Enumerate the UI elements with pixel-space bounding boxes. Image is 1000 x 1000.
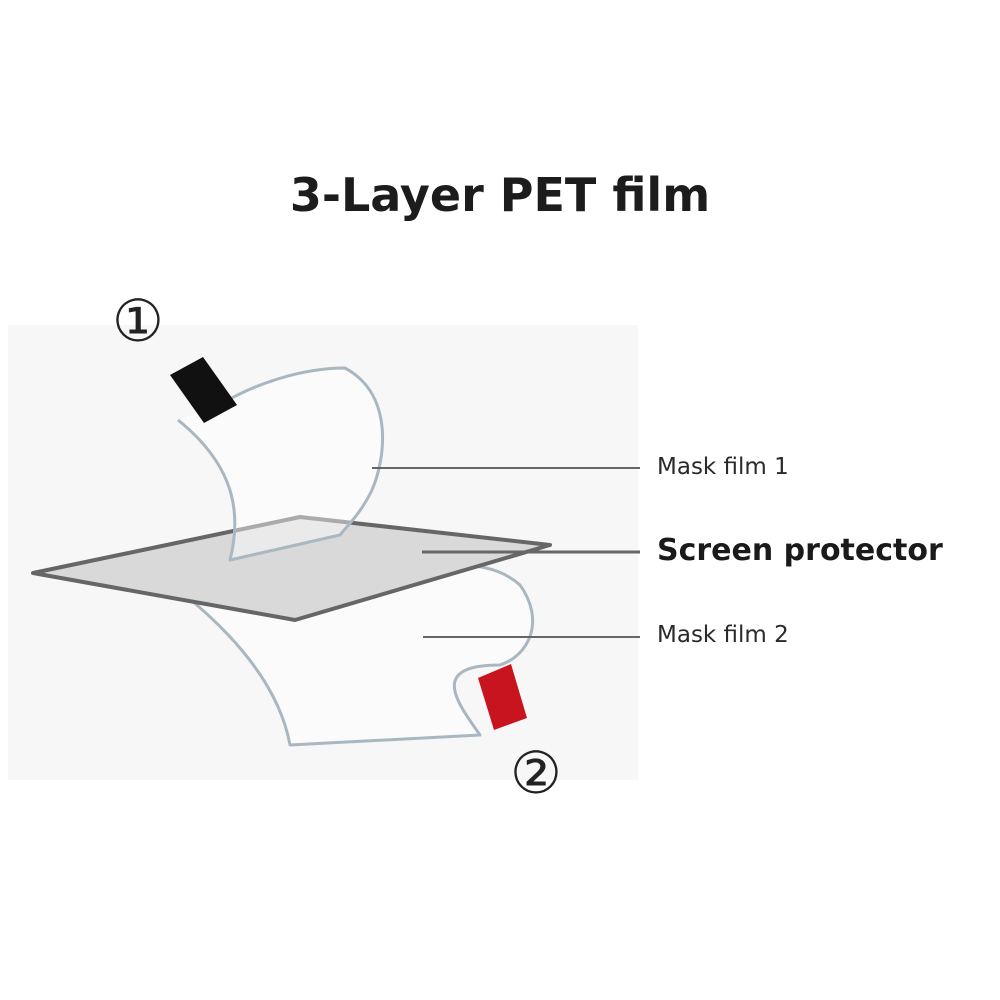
tab-2 <box>478 664 527 730</box>
marker-1: ① <box>112 287 164 355</box>
mask-film-1-shape <box>177 366 384 562</box>
label-screen-protector: Screen protector <box>657 533 943 568</box>
marker-2: ② <box>510 739 562 807</box>
label-mask-film-2: Mask film 2 <box>657 622 789 648</box>
tab-1 <box>170 357 237 423</box>
diagram-title: 3-Layer PET film <box>289 168 711 222</box>
label-mask-film-1: Mask film 1 <box>657 454 789 480</box>
screen-protector-shape <box>31 515 552 622</box>
